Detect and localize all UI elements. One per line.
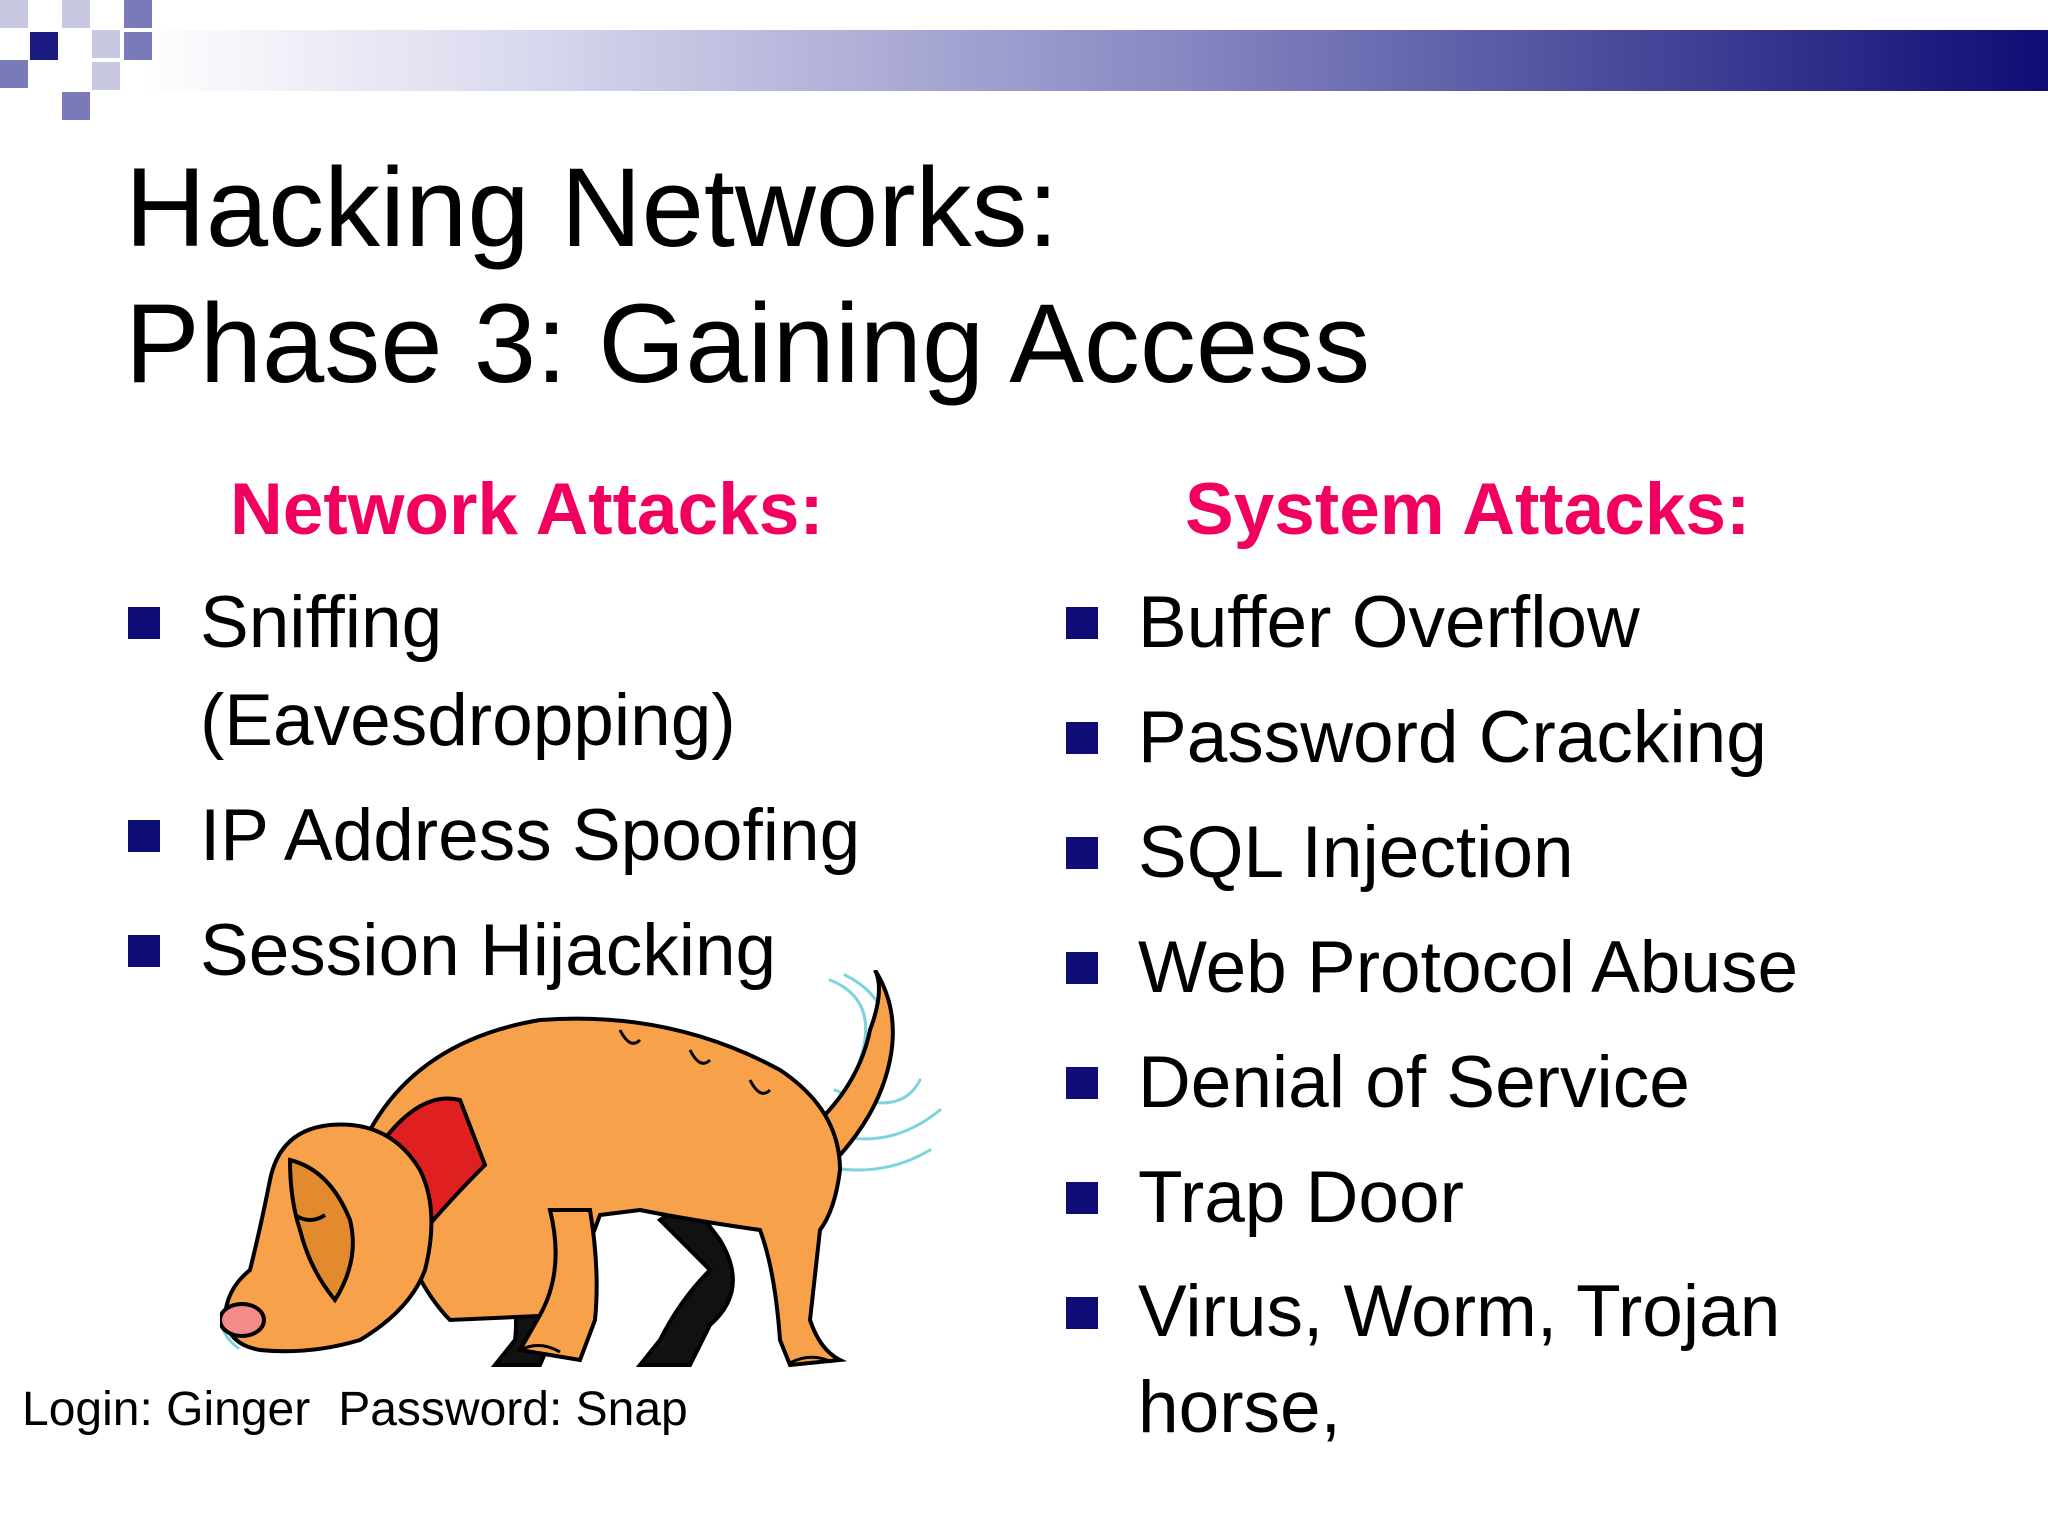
title-line-2: Phase 3: Gaining Access xyxy=(125,281,1371,406)
header-square-mid xyxy=(124,32,152,60)
list-item: Session Hijacking xyxy=(125,902,860,1000)
list-item-line: horse, xyxy=(1138,1367,1341,1448)
square-bullet-icon xyxy=(1066,952,1098,984)
list-item-line: Denial of Service xyxy=(1138,1042,1690,1123)
square-bullet-icon xyxy=(128,820,160,852)
network-attacks-heading: Network Attacks: xyxy=(230,469,824,550)
title-line-1: Hacking Networks: xyxy=(125,145,1059,270)
list-item-line: (Eavesdropping) xyxy=(200,680,736,761)
square-bullet-icon xyxy=(1066,607,1098,639)
square-bullet-icon xyxy=(1066,837,1098,869)
list-item-line: IP Address Spoofing xyxy=(200,795,861,876)
list-item: Virus, Worm, Trojan horse, xyxy=(1063,1264,1798,1456)
list-item-line: Web Protocol Abuse xyxy=(1138,927,1799,1008)
header-square-light xyxy=(92,62,120,90)
list-item-line: Buffer Overflow xyxy=(1138,582,1640,663)
header-square-mid xyxy=(0,60,28,88)
caption-password: Password: Snap xyxy=(338,1383,688,1436)
network-attacks-list: Sniffing (Eavesdropping) IP Address Spoo… xyxy=(125,574,860,1017)
login-caption: Login: Ginger Password: Snap xyxy=(22,1382,688,1438)
square-bullet-icon xyxy=(128,607,160,639)
header-square-mid xyxy=(124,0,152,28)
list-item-line: Sniffing xyxy=(200,582,443,663)
header-square-mid xyxy=(62,92,90,120)
header-square-light xyxy=(62,0,90,28)
list-item-line: Trap Door xyxy=(1138,1157,1464,1238)
list-item: Trap Door xyxy=(1063,1149,1798,1247)
list-item: SQL Injection xyxy=(1063,804,1798,902)
square-bullet-icon xyxy=(128,935,160,967)
list-item-line: SQL Injection xyxy=(1138,812,1574,893)
slide-title: Hacking Networks: Phase 3: Gaining Acces… xyxy=(125,140,1370,412)
list-item: IP Address Spoofing xyxy=(125,787,860,885)
list-item: Denial of Service xyxy=(1063,1034,1798,1132)
list-item: Password Cracking xyxy=(1063,689,1798,787)
system-attacks-heading: System Attacks: xyxy=(1185,469,1751,550)
header-square-light xyxy=(92,30,120,58)
list-item: Buffer Overflow xyxy=(1063,574,1798,672)
header-square-dark xyxy=(30,32,58,60)
sniffing-dog-illustration xyxy=(220,970,942,1368)
list-item-line: Virus, Worm, Trojan xyxy=(1138,1271,1781,1352)
square-bullet-icon xyxy=(1066,1297,1098,1329)
header-square-light xyxy=(0,0,28,28)
square-bullet-icon xyxy=(1066,722,1098,754)
square-bullet-icon xyxy=(1066,1067,1098,1099)
list-item: Web Protocol Abuse xyxy=(1063,919,1798,1017)
header-gradient-band xyxy=(140,30,2048,91)
system-attacks-list: Buffer Overflow Password Cracking SQL In… xyxy=(1063,574,1798,1473)
list-item-line: Session Hijacking xyxy=(200,910,777,991)
list-item-line: Password Cracking xyxy=(1138,697,1767,778)
list-item: Sniffing (Eavesdropping) xyxy=(125,574,860,770)
square-bullet-icon xyxy=(1066,1182,1098,1214)
caption-login: Login: Ginger xyxy=(22,1383,311,1436)
